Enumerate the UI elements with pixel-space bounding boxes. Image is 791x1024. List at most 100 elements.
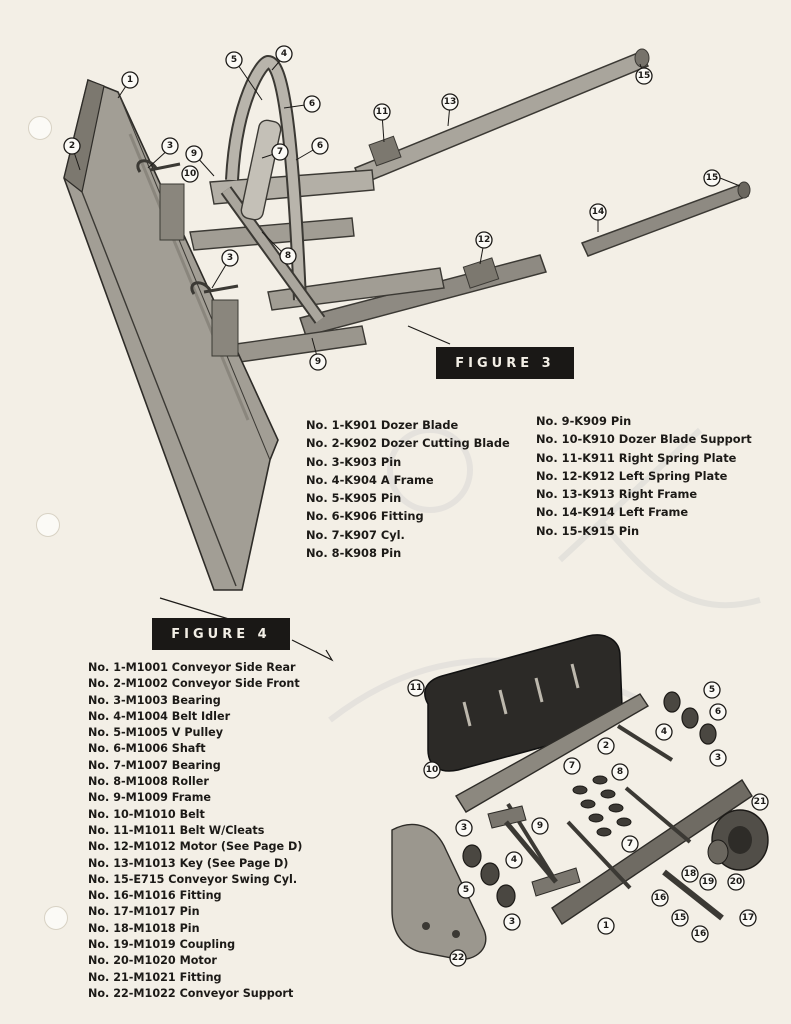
parts-item: No. 10-M1010 Belt bbox=[88, 807, 205, 821]
callout-f3-2: 2 bbox=[63, 137, 81, 155]
svg-text:11: 11 bbox=[376, 107, 389, 117]
callout-f4-17: 17 bbox=[739, 909, 757, 927]
parts-item: No. 10-K910 Dozer Blade Support bbox=[536, 432, 752, 447]
parts-item: No. 22-M1022 Conveyor Support bbox=[88, 986, 294, 1000]
svg-text:18: 18 bbox=[684, 869, 697, 879]
callout-f3-8: 8 bbox=[279, 247, 297, 265]
parts-item: No. 2-M1002 Conveyor Side Front bbox=[88, 677, 300, 691]
parts-item: No. 11-M1011 Belt W/Cleats bbox=[88, 823, 265, 837]
callout-f3-13: 13 bbox=[441, 93, 459, 111]
callout-f4-3b: 3 bbox=[455, 819, 473, 837]
callout-f3-12: 12 bbox=[475, 231, 493, 249]
parts-item: No. 14-K914 Left Frame bbox=[536, 505, 689, 520]
parts-item: No. 1-M1001 Conveyor Side Rear bbox=[88, 661, 296, 674]
parts-item: No. 5-K905 Pin bbox=[306, 491, 402, 506]
parts-item: No. 7-K907 Cyl. bbox=[306, 527, 405, 542]
callout-f4-3c: 3 bbox=[503, 913, 521, 931]
callout-f4-7b: 7 bbox=[621, 835, 639, 853]
svg-text:15: 15 bbox=[638, 71, 651, 81]
svg-text:10: 10 bbox=[184, 169, 197, 179]
svg-text:4: 4 bbox=[511, 855, 517, 865]
parts-item: No. 11-K911 Right Spring Plate bbox=[536, 450, 737, 465]
svg-text:5: 5 bbox=[463, 885, 469, 895]
svg-text:4: 4 bbox=[281, 49, 287, 59]
svg-text:20: 20 bbox=[730, 877, 743, 887]
parts-item: No. 9-M1009 Frame bbox=[88, 791, 212, 805]
binder-hole-bottom bbox=[44, 906, 68, 930]
svg-text:7: 7 bbox=[277, 147, 283, 157]
svg-text:9: 9 bbox=[315, 357, 321, 367]
callout-f4-20: 20 bbox=[727, 873, 745, 891]
callout-f3-6a: 6 bbox=[303, 95, 321, 113]
svg-text:15: 15 bbox=[706, 173, 719, 183]
parts-item: No. 17-M1017 Pin bbox=[88, 905, 200, 919]
svg-text:15: 15 bbox=[674, 913, 687, 923]
callout-f3-10: 10 bbox=[181, 165, 199, 183]
svg-text:8: 8 bbox=[285, 251, 291, 261]
parts-item: No. 8-M1008 Roller bbox=[88, 775, 209, 789]
binder-hole-middle bbox=[36, 513, 60, 537]
svg-text:1: 1 bbox=[127, 75, 133, 85]
parts-item: No. 12-M1012 Motor (See Page D) bbox=[88, 840, 303, 854]
callout-f4-2: 2 bbox=[597, 737, 615, 755]
svg-text:10: 10 bbox=[426, 765, 439, 775]
callout-f3-3: 3 bbox=[161, 137, 179, 155]
svg-text:5: 5 bbox=[709, 685, 715, 695]
parts-item: No. 18-M1018 Pin bbox=[88, 921, 200, 935]
callout-f4-21: 21 bbox=[751, 793, 769, 811]
callout-f4-8: 8 bbox=[611, 763, 629, 781]
svg-text:13: 13 bbox=[444, 97, 457, 107]
parts-item: No. 4-K904 A Frame bbox=[306, 472, 434, 487]
svg-text:5: 5 bbox=[231, 55, 237, 65]
parts-item: No. 3-K903 Pin bbox=[306, 454, 402, 469]
callout-f3-7: 7 bbox=[271, 143, 289, 161]
svg-text:9: 9 bbox=[537, 821, 543, 831]
callout-f3-6b: 6 bbox=[311, 137, 329, 155]
callout-f3-5: 5 bbox=[225, 51, 243, 69]
callout-f4-1: 1 bbox=[597, 917, 615, 935]
parts-item: No. 9-K909 Pin bbox=[536, 414, 632, 428]
svg-text:3: 3 bbox=[509, 917, 515, 927]
svg-text:3: 3 bbox=[227, 253, 233, 263]
parts-item: No. 3-M1003 Bearing bbox=[88, 693, 221, 707]
callout-f4-22: 22 bbox=[449, 949, 467, 967]
callout-f3-3b: 3 bbox=[221, 249, 239, 267]
callout-f3-14: 14 bbox=[589, 203, 607, 221]
figure4-parts-list: No. 1-M1001 Conveyor Side Rear No. 2-M10… bbox=[88, 660, 302, 1002]
figure4-conveyor-drawing bbox=[159, 597, 769, 960]
figure4-banner: FIGURE 4 bbox=[152, 618, 290, 650]
callout-f3-15a: 15 bbox=[635, 67, 653, 85]
parts-item: No. 5-M1005 V Pulley bbox=[88, 726, 224, 740]
svg-text:7: 7 bbox=[569, 761, 575, 771]
callout-f4-4: 4 bbox=[655, 723, 673, 741]
svg-text:16: 16 bbox=[654, 893, 667, 903]
figure4-callouts: 11 10 2 4 5 6 3 7 8 3 9 4 5 3 7 1 21 20 … bbox=[407, 679, 769, 967]
parts-item: No. 19-M1019 Coupling bbox=[88, 938, 236, 952]
svg-text:11: 11 bbox=[410, 683, 423, 693]
callout-f4-15: 15 bbox=[671, 909, 689, 927]
figure3-banner: FIGURE 3 bbox=[436, 347, 574, 379]
parts-item: No. 20-M1020 Motor bbox=[88, 954, 217, 968]
parts-item: No. 6-K906 Fitting bbox=[306, 509, 424, 524]
svg-text:3: 3 bbox=[461, 823, 467, 833]
callout-f3-15b: 15 bbox=[703, 169, 721, 187]
callout-f4-16a: 16 bbox=[651, 889, 669, 907]
svg-text:6: 6 bbox=[309, 99, 315, 109]
parts-item: No. 7-M1007 Bearing bbox=[88, 758, 221, 772]
svg-text:6: 6 bbox=[317, 141, 323, 151]
parts-item: No. 1-K901 Dozer Blade bbox=[306, 418, 459, 432]
parts-item: No. 13-M1013 Key (See Page D) bbox=[88, 856, 289, 870]
svg-text:22: 22 bbox=[452, 953, 465, 963]
callout-f4-19: 19 bbox=[699, 873, 717, 891]
figure3-parts-list-left: No. 1-K901 Dozer Blade No. 2-K902 Dozer … bbox=[306, 416, 510, 562]
svg-text:2: 2 bbox=[603, 741, 609, 751]
figure3-callouts: 1 2 3 4 5 6 6 7 8 9 9 10 3 11 12 13 14 1… bbox=[63, 45, 741, 371]
callout-f4-9: 9 bbox=[531, 817, 549, 835]
callout-f4-3a: 3 bbox=[709, 749, 727, 767]
figure3-dozer-drawing bbox=[63, 48, 751, 591]
svg-text:12: 12 bbox=[478, 235, 491, 245]
callout-f4-7: 7 bbox=[563, 757, 581, 775]
svg-text:19: 19 bbox=[702, 877, 715, 887]
parts-item: No. 2-K902 Dozer Cutting Blade bbox=[306, 436, 510, 451]
